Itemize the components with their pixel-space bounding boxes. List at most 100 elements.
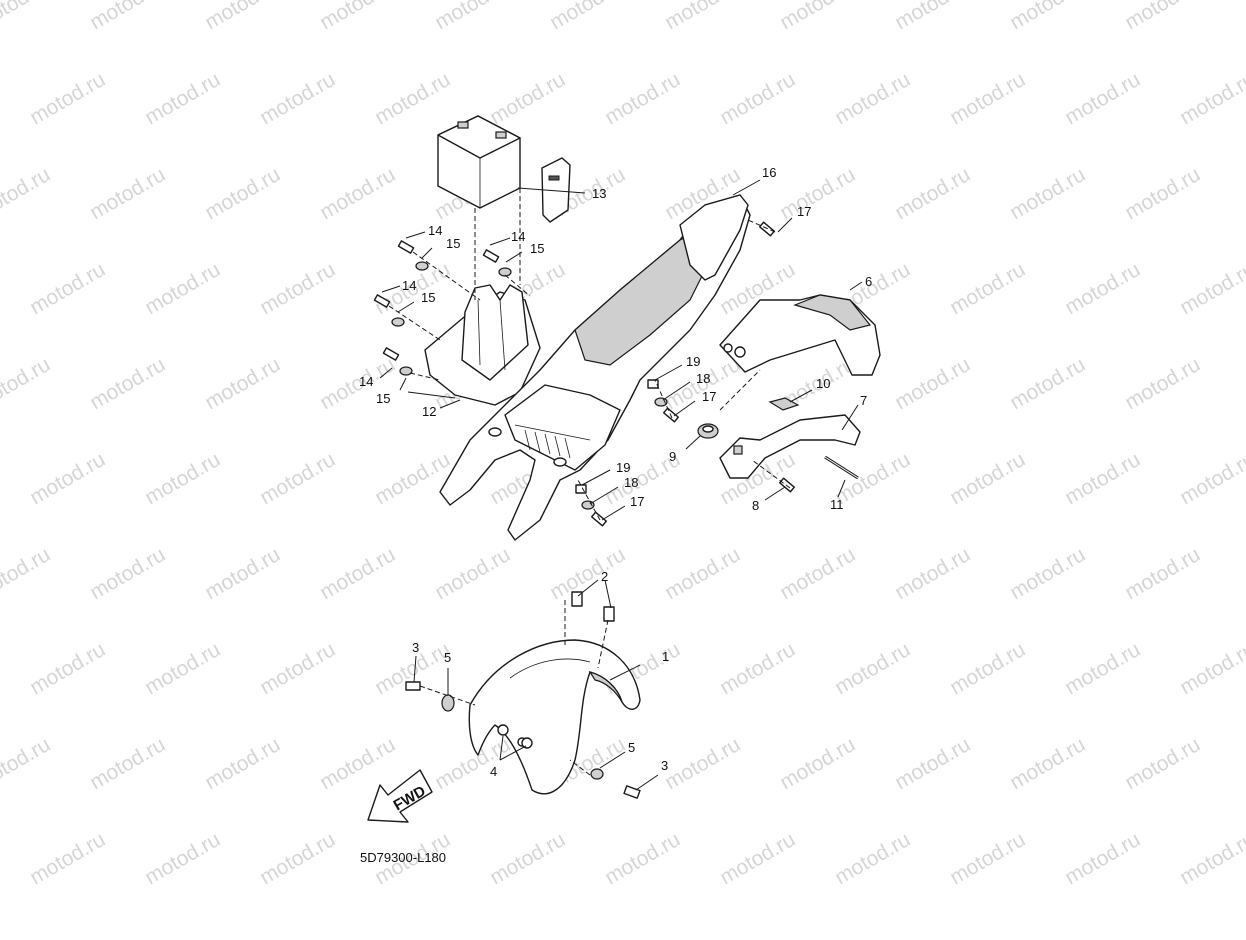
- callout-17: 17: [630, 494, 644, 509]
- watermark-text: motod.ru: [201, 353, 284, 414]
- watermark-text: motod.ru: [1121, 163, 1204, 224]
- watermark-text: motod.ru: [1061, 68, 1144, 129]
- watermark-text: motod.ru: [256, 448, 339, 509]
- leader-lines: [379, 179, 863, 791]
- callout-15: 15: [530, 241, 544, 256]
- watermark-text: motod.ru: [141, 258, 224, 319]
- callout-12: 12: [422, 404, 436, 419]
- watermark-text: motod.ru: [86, 733, 169, 794]
- callout-1: 1: [662, 649, 669, 664]
- watermark-text: motod.ru: [316, 543, 399, 604]
- callout-18: 18: [624, 475, 638, 490]
- watermark-text: motod.ru: [256, 828, 339, 889]
- watermark-text: motod.ru: [431, 0, 514, 34]
- watermark-text: motod.ru: [1061, 638, 1144, 699]
- callout-4: 4: [490, 764, 497, 779]
- callout-9: 9: [669, 449, 676, 464]
- watermark-text: motod.ru: [201, 543, 284, 604]
- watermark-text: motod.ru: [256, 638, 339, 699]
- damper-9: [697, 423, 719, 439]
- watermark-text: motod.ru: [201, 0, 284, 34]
- callout-6: 6: [865, 274, 872, 289]
- callout-17: 17: [797, 204, 811, 219]
- watermark-text: motod.ru: [201, 163, 284, 224]
- watermark-text: motod.ru: [256, 258, 339, 319]
- watermark-text: motod.ru: [661, 733, 744, 794]
- callout-15: 15: [421, 290, 435, 305]
- watermark-text: motod.ru: [716, 828, 799, 889]
- watermark-text: motod.ru: [1061, 828, 1144, 889]
- watermark-text: motod.ru: [1176, 448, 1246, 509]
- callout-13: 13: [592, 186, 606, 201]
- watermark-text: motod.ru: [1121, 353, 1204, 414]
- watermark-text: motod.ru: [26, 638, 109, 699]
- callout-5: 5: [444, 650, 451, 665]
- watermark-text: motod.ru: [0, 733, 54, 794]
- assembly-lines: [388, 188, 791, 776]
- watermark-text: motod.ru: [946, 638, 1029, 699]
- callout-3: 3: [661, 758, 668, 773]
- callout-11: 11: [830, 497, 844, 512]
- watermark-text: motod.ru: [946, 828, 1029, 889]
- watermark-layer: motod.ru motod.ru motod.ru motod.ru motod.ru…: [0, 0, 1246, 889]
- fasteners: [373, 221, 795, 527]
- front-fender-fasteners: [405, 591, 641, 799]
- watermark-text: motod.ru: [716, 68, 799, 129]
- drawing-code: 5D79300-L180: [360, 850, 446, 865]
- watermark-text: motod.ru: [946, 258, 1029, 319]
- watermark-text: motod.ru: [776, 163, 859, 224]
- watermark-text: motod.ru: [716, 638, 799, 699]
- rear-inner-fender: [439, 194, 751, 541]
- pad-10: [768, 397, 800, 411]
- watermark-text: motod.ru: [1121, 0, 1204, 34]
- band-11: [824, 455, 859, 480]
- callout-7: 7: [860, 393, 867, 408]
- callout-19: 19: [616, 460, 630, 475]
- watermark-text: motod.ru: [1176, 828, 1246, 889]
- watermark-text: motod.ru: [831, 68, 914, 129]
- part-6-bracket: [719, 294, 881, 376]
- watermark-text: motod.ru: [86, 543, 169, 604]
- callout-14: 14: [359, 374, 373, 389]
- callout-2: 2: [601, 569, 608, 584]
- callout-18: 18: [696, 371, 710, 386]
- watermark-text: motod.ru: [946, 68, 1029, 129]
- watermark-text: motod.ru: [1006, 163, 1089, 224]
- callout-8: 8: [752, 498, 759, 513]
- callout-15: 15: [446, 236, 460, 251]
- watermark-text: motod.ru: [316, 163, 399, 224]
- watermark-text: motod.ru: [1176, 68, 1246, 129]
- watermark-text: motod.ru: [141, 68, 224, 129]
- watermark-text: motod.ru: [316, 0, 399, 34]
- battery: [437, 115, 521, 209]
- callout-15: 15: [376, 391, 390, 406]
- watermark-text: motod.ru: [891, 733, 974, 794]
- watermark-text: motod.ru: [831, 638, 914, 699]
- watermark-text: motod.ru: [486, 68, 569, 129]
- watermark-text: motod.ru: [256, 68, 339, 129]
- watermark-text: motod.ru: [0, 0, 54, 34]
- watermark-text: motod.ru: [891, 543, 974, 604]
- watermark-text: motod.ru: [776, 733, 859, 794]
- watermark-text: motod.ru: [546, 543, 629, 604]
- watermark-text: motod.ru: [1006, 353, 1089, 414]
- watermark-text: motod.ru: [1176, 258, 1246, 319]
- watermark-text: motod.ru: [86, 163, 169, 224]
- callout-5: 5: [628, 740, 635, 755]
- callout-17: 17: [702, 389, 716, 404]
- watermark-text: motod.ru: [0, 543, 54, 604]
- watermark-text: motod.ru: [26, 68, 109, 129]
- watermark-text: motod.ru: [601, 68, 684, 129]
- watermark-text: motod.ru: [316, 733, 399, 794]
- watermark-text: motod.ru: [371, 68, 454, 129]
- watermark-text: motod.ru: [141, 828, 224, 889]
- watermark-text: motod.ru: [546, 0, 629, 34]
- watermark-text: motod.ru: [831, 828, 914, 889]
- watermark-text: motod.ru: [86, 0, 169, 34]
- callout-14: 14: [511, 229, 525, 244]
- watermark-text: motod.ru: [1006, 0, 1089, 34]
- watermark-text: motod.ru: [486, 828, 569, 889]
- watermark-text: motod.ru: [661, 543, 744, 604]
